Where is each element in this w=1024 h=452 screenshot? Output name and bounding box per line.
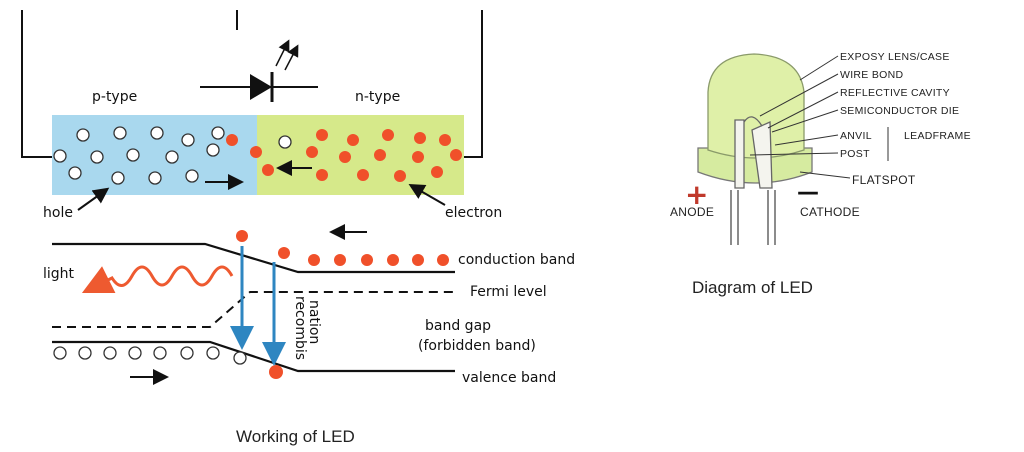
valence-band-label: valence band	[462, 370, 556, 386]
light-label: light	[43, 266, 75, 282]
conduction-electrons	[236, 230, 449, 379]
leadframe-label: LEADFRAME	[904, 130, 971, 142]
band-gap-label: band gap	[425, 318, 491, 334]
circuit-wire	[21, 10, 483, 158]
cathode-minus-sign: —	[797, 180, 819, 205]
conduction-band-label: conduction band	[458, 252, 575, 268]
working-of-led-diagram: p-type n-type hole electron	[21, 10, 575, 446]
forbidden-band-label: (forbidden band)	[418, 338, 536, 354]
fermi-level-line	[52, 291, 455, 328]
callout-lines	[749, 55, 889, 179]
electron-label: electron	[445, 205, 502, 221]
valence-holes	[53, 346, 247, 365]
light-wave	[81, 265, 234, 294]
reflective-cavity-label: REFLECTIVE CAVITY	[840, 87, 950, 99]
working-of-led-caption: Working of LED	[236, 427, 355, 446]
led-structure-diagram: EXPOSY LENS/CASE WIRE BOND REFLECTIVE CA…	[670, 51, 971, 297]
valence-band-line	[52, 340, 455, 373]
electron-pointer-arrow	[408, 184, 446, 206]
electrons-n-region	[226, 129, 462, 182]
diode-symbol	[200, 39, 318, 102]
p-type-label: p-type	[92, 89, 137, 105]
conduction-band-line	[52, 242, 455, 274]
post-label: POST	[840, 148, 870, 160]
semiconductor-die-label: SEMICONDUCTOR DIE	[840, 105, 959, 117]
anvil-label: ANVIL	[840, 130, 872, 142]
anode-plus-sign: +	[685, 178, 708, 211]
anode-label: ANODE	[670, 205, 714, 219]
fermi-level-label: Fermi level	[470, 284, 547, 300]
recombination-label-2: nation	[306, 300, 322, 344]
holes-p-region	[53, 126, 292, 185]
recombination-label-1: recombis	[292, 296, 308, 360]
flatspot-label: FLATSPOT	[852, 173, 916, 187]
n-type-label: n-type	[355, 89, 400, 105]
lens-label: EXPOSY LENS/CASE	[840, 51, 950, 63]
cathode-label: CATHODE	[800, 205, 860, 219]
wire-bond-label: WIRE BOND	[840, 69, 903, 81]
led-leads	[730, 190, 776, 245]
n-type-region	[257, 115, 464, 195]
hole-pointer-arrow	[77, 187, 110, 211]
diagram-of-led-caption: Diagram of LED	[692, 278, 813, 297]
hole-label: hole	[43, 205, 73, 221]
